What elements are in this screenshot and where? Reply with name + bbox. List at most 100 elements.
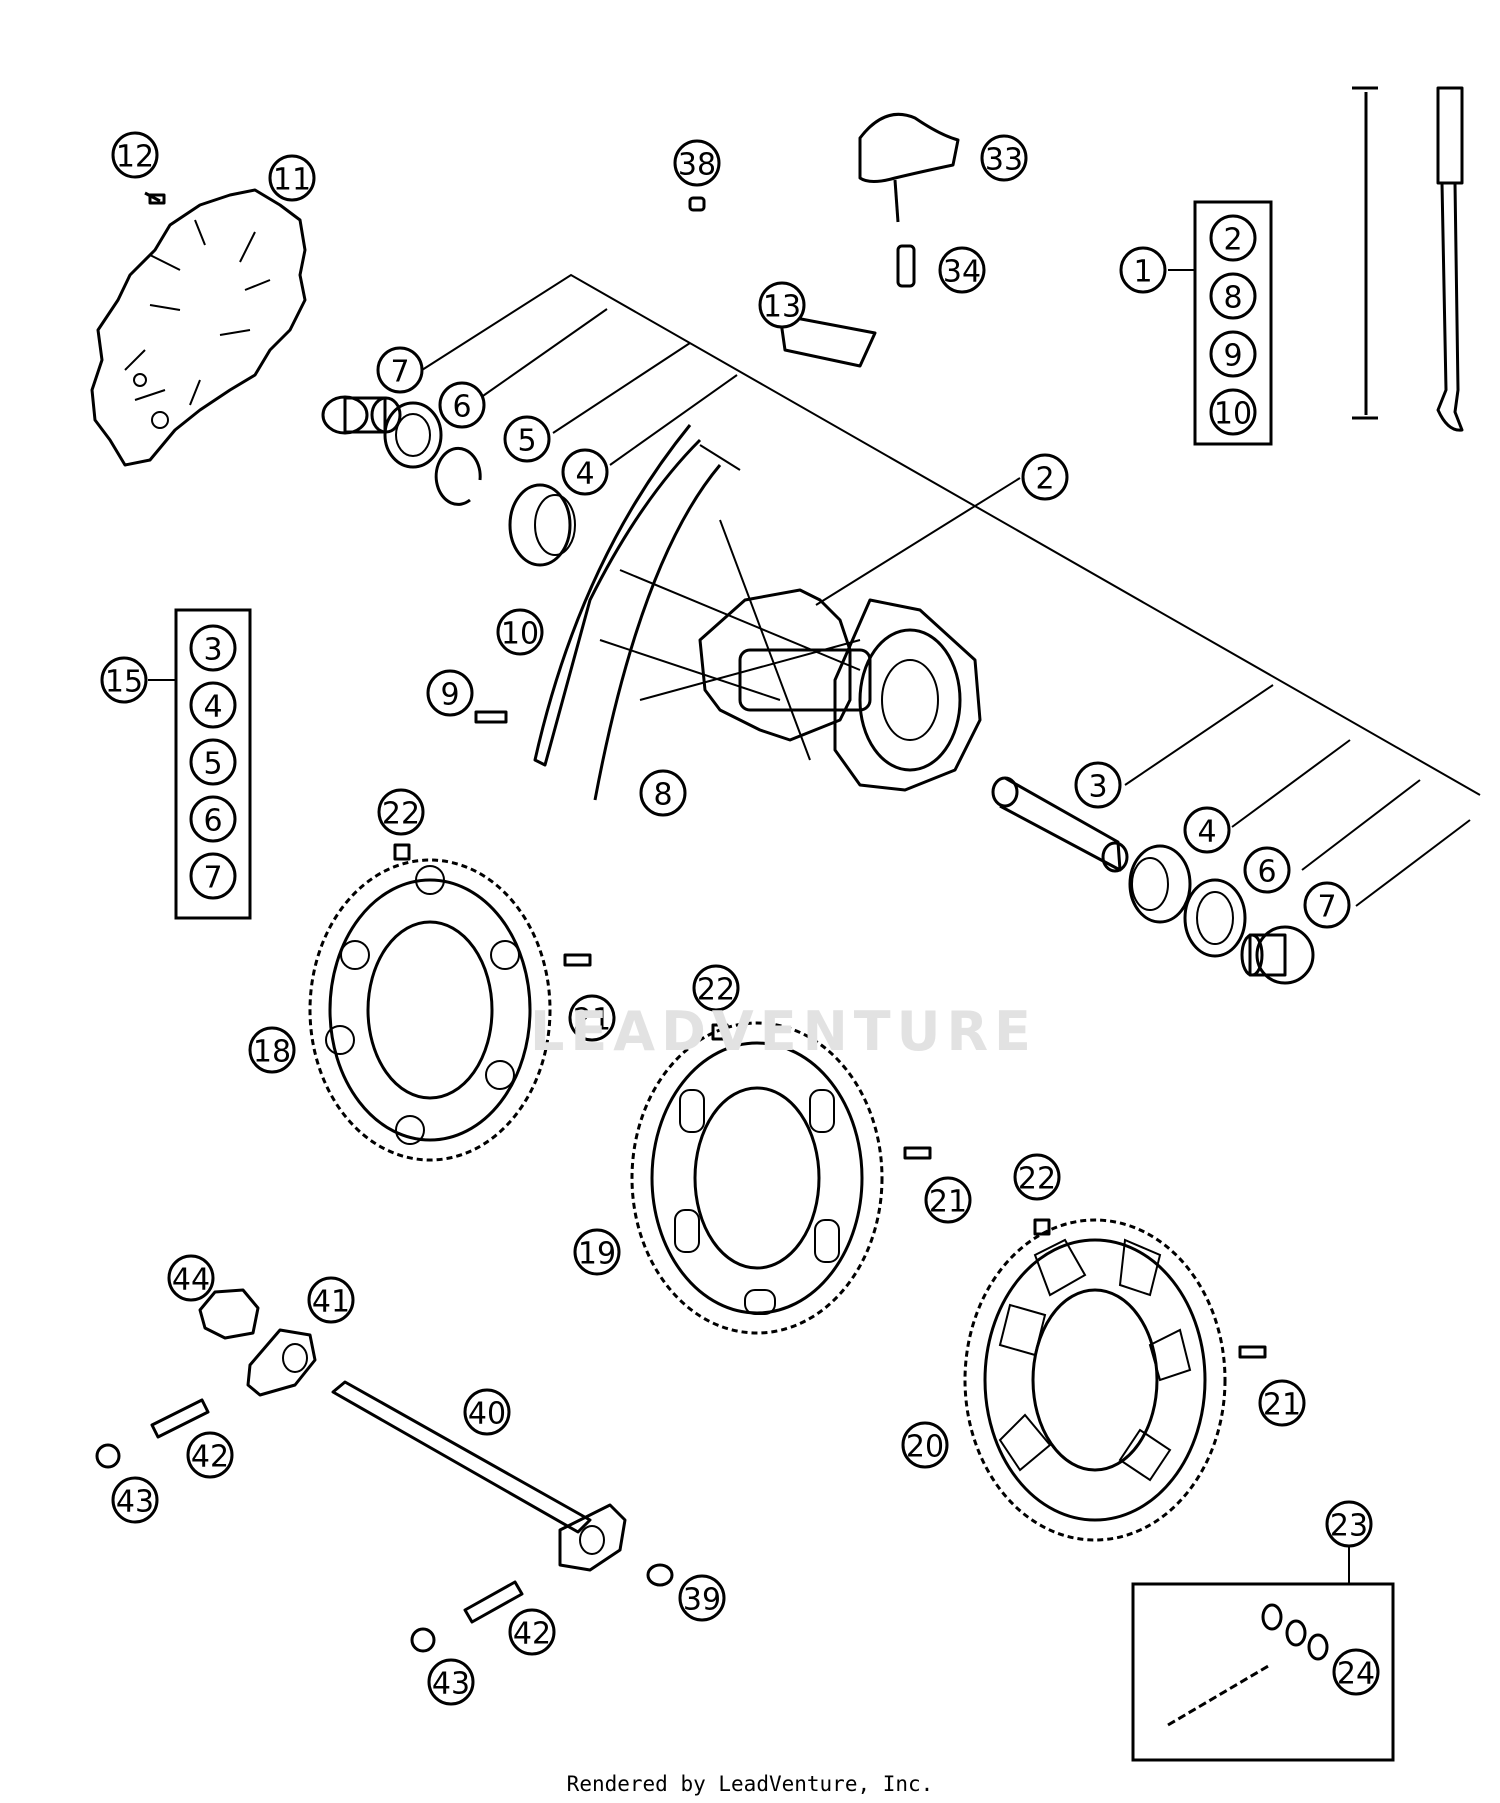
axle-plug [646, 1563, 674, 1587]
callout-label: 38 [678, 148, 716, 183]
callout-21-c[interactable]: 21 [1258, 1379, 1306, 1427]
callout-19[interactable]: 19 [573, 1228, 621, 1276]
callout-label: 7 [390, 355, 409, 390]
callout-4-right[interactable]: 4 [1183, 806, 1231, 854]
bearing-right [1128, 844, 1192, 924]
callout-1[interactable]: 1 [1119, 246, 1167, 294]
lock-nut-2 [410, 1627, 436, 1653]
adjusting-screw-1 [150, 1398, 210, 1439]
callout-label: 43 [432, 1667, 470, 1702]
callout-6-left[interactable]: 6 [438, 381, 486, 429]
callout-15[interactable]: 15 [100, 656, 148, 704]
callout-12[interactable]: 12 [111, 131, 159, 179]
callout-5-box15[interactable]: 5 [189, 738, 237, 786]
callout-label: 22 [697, 973, 735, 1008]
callout-42-a[interactable]: 42 [186, 1431, 234, 1479]
callout-5-left[interactable]: 5 [503, 415, 551, 463]
callout-21-b[interactable]: 21 [924, 1176, 972, 1224]
sprocket-18 [308, 858, 552, 1162]
callout-40[interactable]: 40 [463, 1388, 511, 1436]
sprocket-19 [630, 1021, 884, 1335]
callout-20[interactable]: 20 [901, 1421, 949, 1469]
callout-23[interactable]: 23 [1325, 1500, 1373, 1548]
callout-label: 8 [1223, 281, 1242, 316]
callout-label: 5 [203, 747, 222, 782]
callout-22-a[interactable]: 22 [377, 788, 425, 836]
distance-sleeve [991, 776, 1129, 873]
callout-label: 12 [116, 140, 154, 175]
kit-box-15 [174, 608, 252, 920]
callout-6-box15[interactable]: 6 [189, 795, 237, 843]
callout-9-nipple[interactable]: 9 [426, 669, 474, 717]
callout-label: 4 [203, 690, 222, 725]
brake-disc [90, 188, 307, 467]
seal-left [383, 401, 443, 469]
callout-43-b[interactable]: 43 [427, 1658, 475, 1706]
spoke-nipple [474, 710, 508, 724]
watermark-text: LEADVENTURE [530, 1000, 1037, 1063]
callout-2-hub[interactable]: 2 [1021, 453, 1069, 501]
callout-label: 15 [105, 665, 143, 700]
footer-credit: Rendered by LeadVenture, Inc. [566, 1772, 934, 1796]
callout-21-a[interactable]: 21 [568, 994, 616, 1042]
callout-22-c[interactable]: 22 [1013, 1153, 1061, 1201]
callout-label: 5 [517, 424, 536, 459]
callout-label: 3 [203, 633, 222, 668]
callout-10-rim[interactable]: 10 [496, 608, 544, 656]
wheel-rim-and-hub [533, 424, 982, 801]
callout-38[interactable]: 38 [673, 139, 721, 187]
callout-label: 6 [1257, 855, 1276, 890]
callout-6-right[interactable]: 6 [1243, 846, 1291, 894]
callout-13[interactable]: 13 [758, 281, 806, 329]
callout-label: 7 [1317, 890, 1336, 925]
spacer-bolt [896, 244, 916, 288]
callout-24[interactable]: 24 [1332, 1648, 1380, 1696]
bearing-left [508, 483, 576, 567]
callout-10-box1[interactable]: 10 [1209, 388, 1257, 436]
callout-label: 13 [763, 290, 801, 325]
callout-label: 42 [191, 1440, 229, 1475]
chain-kit [1131, 1582, 1395, 1762]
callout-label: 41 [312, 1285, 350, 1320]
callout-label: 2 [1223, 223, 1242, 258]
callout-label: 1 [1133, 255, 1152, 290]
callout-label: 2 [1035, 462, 1054, 497]
callout-7-left[interactable]: 7 [376, 346, 424, 394]
callout-18[interactable]: 18 [248, 1026, 296, 1074]
callout-34[interactable]: 34 [938, 246, 986, 294]
callout-label: 18 [253, 1035, 291, 1070]
valve-cap [688, 196, 706, 212]
callout-label: 44 [172, 1263, 210, 1298]
callout-label: 20 [906, 1430, 944, 1465]
callout-33[interactable]: 33 [980, 134, 1028, 182]
callout-39[interactable]: 39 [678, 1574, 726, 1622]
callout-43-a[interactable]: 43 [111, 1476, 159, 1524]
spacer-left [321, 395, 402, 435]
callout-8-spoke[interactable]: 8 [639, 769, 687, 817]
callout-label: 23 [1330, 1509, 1368, 1544]
callout-4-left[interactable]: 4 [561, 448, 609, 496]
callout-2-box1[interactable]: 2 [1209, 214, 1257, 262]
callout-3-box15[interactable]: 3 [189, 624, 237, 672]
seal-right [1183, 878, 1247, 958]
spacer-right [1240, 925, 1315, 985]
adjusting-screw-2 [463, 1580, 524, 1624]
callout-4-box15[interactable]: 4 [189, 681, 237, 729]
axle-nut [198, 1288, 260, 1340]
sprocket-bolts [563, 953, 1267, 1359]
callout-44[interactable]: 44 [167, 1254, 215, 1302]
valve-cover [858, 112, 960, 223]
callout-7-right[interactable]: 7 [1303, 881, 1351, 929]
callout-3-right[interactable]: 3 [1074, 761, 1122, 809]
callout-9-box1[interactable]: 9 [1209, 330, 1257, 378]
callout-label: 40 [468, 1397, 506, 1432]
callout-8-box1[interactable]: 8 [1209, 272, 1257, 320]
callout-7-box15[interactable]: 7 [189, 852, 237, 900]
wheel-axle [331, 1380, 627, 1572]
callout-22-b[interactable]: 22 [692, 964, 740, 1012]
callout-42-b[interactable]: 42 [508, 1608, 556, 1656]
callout-label: 9 [440, 678, 459, 713]
callout-11[interactable]: 11 [268, 154, 316, 202]
callout-41[interactable]: 41 [307, 1276, 355, 1324]
